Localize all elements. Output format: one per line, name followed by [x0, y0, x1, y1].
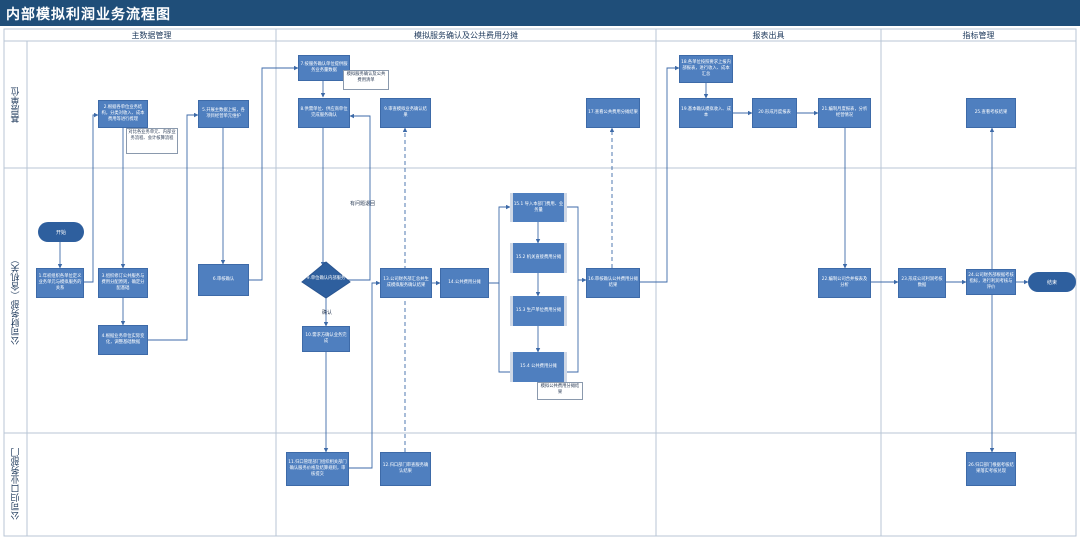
process-node-5: 5.开展主数据上报，各项目经营单元维护 [198, 100, 249, 128]
subprocess-node-15-3: 15.3 生产单位费用分摊 [510, 296, 567, 326]
page-title: 内部模拟利润业务流程图 [6, 7, 171, 23]
process-node-1: 1.年初组织各单位定义业务单元与模拟服务的关系 [36, 268, 84, 298]
process-node-8: 8.供需单位、供应商单位完成服务确认 [298, 98, 350, 128]
start-node: 开始 [38, 222, 84, 242]
process-node-3: 3.组织修订公共服务与费用分配原则，确定分配基础 [98, 268, 148, 298]
process-node-11: 11.归口管理部门组织相关部门确认服务价格及结算规则，审核提交 [286, 452, 349, 486]
process-node-14: 14.公共费用分摊 [440, 268, 489, 298]
lane-label-base-units: 基层单位 [11, 87, 22, 123]
document-node-a: 对比各业务单元、内部业务流程、会计核算流程 [126, 128, 178, 154]
process-node-25: 25.查看考核结果 [966, 98, 1016, 128]
process-node-2: 2.根据各单位业务结构，分类对收入、成本费用等进行梳理 [98, 100, 148, 128]
edge-label-confirm: 确认 [322, 310, 333, 316]
subprocess-node-15-4: 15.4 公共费用分摊 [510, 352, 567, 382]
process-node-24: 24.公司财务部根据考核指标，进行利润考核与评价 [966, 269, 1016, 295]
process-node-12: 12.归口部门审查服务确认结果 [380, 452, 431, 486]
process-node-13: 13.公司财务部汇总并生成模拟服务确认结果 [380, 268, 432, 298]
lane-label-finance: 公司财务部（含机关） [11, 255, 22, 346]
connectors [57, 65, 1029, 469]
document-node-c: 模拟公共费用分摊结果 [537, 382, 583, 400]
process-node-16: 16.审核确认公共费用分摊结果 [586, 268, 640, 298]
process-node-26: 26.归口部门根据考核结果落实考核兑现 [966, 452, 1016, 486]
lane-label-business-dept: 公司归口业务部门 [11, 448, 22, 521]
document-node-b: 模拟服务确认及公共费用清单 [343, 70, 389, 90]
process-node-21: 21.编制月度报表，分析经营情况 [818, 98, 871, 128]
subprocess-node-15-2: 15.2 机关直接费用分摊 [510, 243, 567, 273]
process-node-22: 22.编制公司合并报表及分析 [818, 268, 871, 298]
process-node-18: 18.各单位按照要求上报内部报表，进行收入、成本汇总 [679, 55, 733, 83]
process-node-19: 19.基本确认模拟收入、成本 [679, 98, 733, 128]
process-node-7: 7.按服务确认单位提供服务业务量数据 [298, 55, 350, 81]
process-node-4: 4.根据业务单位实际变化，调整基础数据 [98, 325, 148, 355]
subprocess-node-15-1: 15.1 导入本部门费用、业务量 [510, 193, 567, 222]
process-node-17: 17.查看公共费用分摊结果 [586, 98, 640, 128]
process-node-10: 10.需求方确认业务完成 [302, 326, 350, 352]
process-node-20: 20.形成月度报表 [752, 98, 797, 128]
process-node-6: 6.审核确认 [198, 264, 249, 296]
decision-label: 9.单位确认内部服务 [306, 276, 346, 281]
column-header-master-data: 主数据管理 [131, 31, 172, 40]
column-header-service-confirmation: 模拟服务确认及公共费用分摊 [414, 31, 518, 40]
title-bar: 内部模拟利润业务流程图 [0, 0, 1080, 26]
edge-label-has-issue: 有问题退回 [350, 201, 376, 207]
column-header-kpi: 指标管理 [962, 31, 995, 40]
dashed-connectors [402, 127, 615, 452]
end-node: 结束 [1028, 272, 1076, 292]
decision-diamond [301, 261, 351, 299]
process-node-9: 9.审查模拟业务确认结果 [380, 98, 431, 128]
column-header-reporting: 报表出具 [752, 31, 785, 40]
process-node-23: 23.形成公司利润考核数据 [898, 268, 946, 298]
